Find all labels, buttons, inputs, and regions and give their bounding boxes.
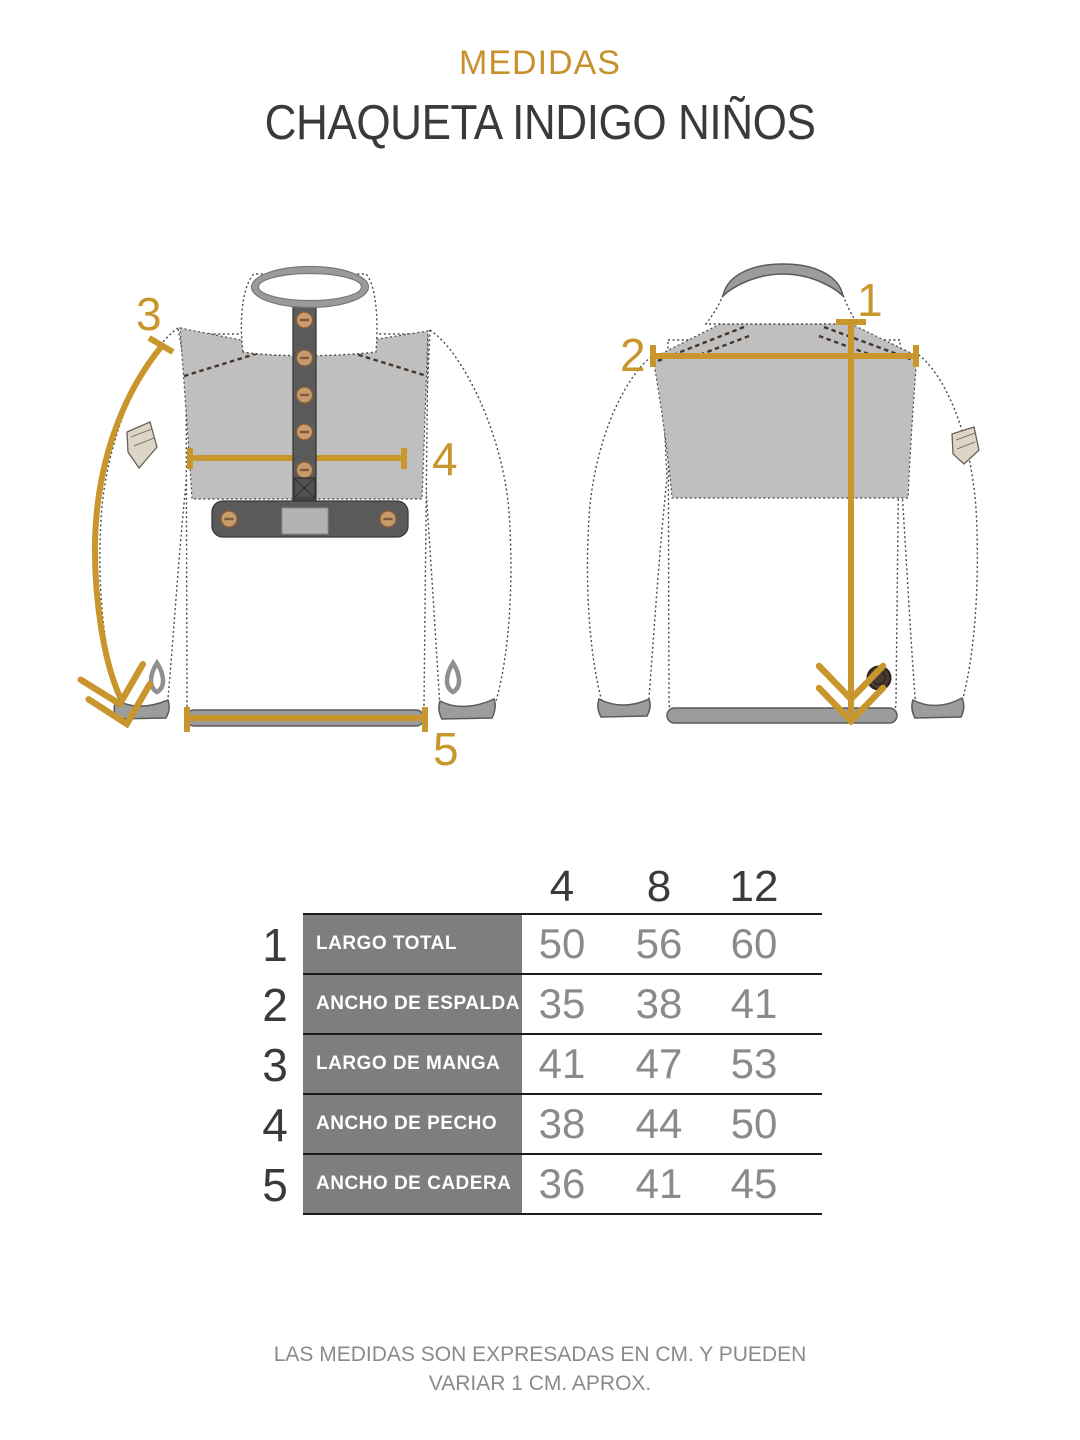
measure-arc-3 bbox=[91, 345, 164, 699]
measure-4-caps bbox=[187, 448, 407, 469]
cell-value: 35 bbox=[538, 980, 586, 1027]
footer-line-1: LAS MEDIDAS SON EXPRESADAS EN CM. Y PUED… bbox=[273, 1343, 807, 1366]
measurement-table: LARGO TOTAL 50 56 60 ANCHO DE ESPALDA 35… bbox=[303, 913, 822, 1215]
size-table-section: 4 8 12 1 2 3 4 5 LARGO TOTAL 50 56 60 AN… bbox=[250, 862, 822, 1215]
measure-label-1: 1 bbox=[857, 274, 883, 326]
front-right-sleeve bbox=[424, 328, 512, 718]
back-sleeve-patch bbox=[951, 426, 980, 465]
placket-bartack-box bbox=[293, 477, 316, 499]
cell-value: 56 bbox=[635, 920, 683, 967]
size-col-header-8: 8 bbox=[646, 862, 672, 911]
front-pocket-band bbox=[211, 500, 409, 538]
cell-value: 38 bbox=[635, 980, 683, 1027]
header: MEDIDAS CHAQUETA INDIGO NIÑOS bbox=[0, 44, 1080, 151]
row-label: ANCHO DE CADERA bbox=[303, 1155, 522, 1213]
sizes-header: 4 8 12 bbox=[250, 862, 822, 913]
measure-label-4: 4 bbox=[432, 433, 458, 485]
cell-value: 44 bbox=[635, 1100, 683, 1147]
row-label: LARGO TOTAL bbox=[303, 915, 522, 973]
eyebrow-title: MEDIDAS bbox=[459, 44, 621, 82]
footer-note: LAS MEDIDAS SON EXPRESADAS EN CM. Y PUED… bbox=[0, 1340, 1080, 1398]
measure-5-caps bbox=[184, 707, 428, 732]
cell-value: 41 bbox=[635, 1160, 683, 1207]
back-collar-band bbox=[721, 263, 845, 299]
row-number: 5 bbox=[262, 1159, 288, 1211]
cell-value: 60 bbox=[730, 920, 778, 967]
back-right-cuff bbox=[911, 696, 965, 719]
measure-1-arrowhead bbox=[815, 662, 887, 726]
back-view-diagram: 1 2 bbox=[586, 263, 980, 726]
back-left-sleeve bbox=[586, 352, 668, 717]
row-number-column: 1 2 3 4 5 bbox=[250, 915, 300, 1215]
cell-value: 45 bbox=[730, 1160, 778, 1207]
front-view-diagram: 3 4 5 bbox=[77, 265, 512, 775]
cell-value: 53 bbox=[730, 1040, 778, 1087]
table-row: ANCHO DE CADERA 36 41 45 bbox=[303, 1155, 822, 1215]
cell-value: 50 bbox=[730, 1100, 778, 1147]
table-row: ANCHO DE ESPALDA 35 38 41 bbox=[303, 975, 822, 1035]
table-row: ANCHO DE PECHO 38 44 50 bbox=[303, 1095, 822, 1155]
measure-3-arrowhead bbox=[77, 661, 154, 729]
front-left-cuff bbox=[113, 698, 170, 720]
row-number: 2 bbox=[262, 979, 288, 1031]
size-col-header-12: 12 bbox=[729, 862, 779, 911]
cell-value: 38 bbox=[538, 1100, 586, 1147]
row-label: LARGO DE MANGA bbox=[303, 1035, 522, 1093]
back-left-cuff bbox=[597, 697, 651, 718]
front-sleeve-patch bbox=[126, 421, 158, 470]
size-col-header-4: 4 bbox=[549, 862, 575, 911]
front-right-cuff bbox=[438, 697, 496, 720]
row-number: 3 bbox=[262, 1039, 288, 1091]
measure-label-2: 2 bbox=[620, 329, 646, 381]
cell-value: 41 bbox=[730, 980, 778, 1027]
cell-value: 47 bbox=[635, 1040, 683, 1087]
measure-label-3: 3 bbox=[136, 288, 162, 340]
measure-3-cap bbox=[147, 335, 175, 355]
back-right-stitch-line-2 bbox=[818, 334, 875, 358]
front-collar-ring bbox=[250, 265, 370, 309]
row-number: 4 bbox=[262, 1099, 288, 1151]
product-title: CHAQUETA INDIGO NIÑOS bbox=[264, 96, 816, 150]
front-right-hang-loop bbox=[447, 663, 459, 692]
front-left-sleeve bbox=[99, 326, 191, 717]
row-label: ANCHO DE ESPALDA bbox=[303, 975, 522, 1033]
cell-value: 50 bbox=[538, 920, 586, 967]
front-left-hang-loop bbox=[151, 663, 163, 692]
row-number: 1 bbox=[262, 919, 288, 971]
cell-value: 41 bbox=[538, 1040, 586, 1087]
table-row: LARGO TOTAL 50 56 60 bbox=[303, 915, 822, 975]
footer-line-2: VARIAR 1 CM. APROX. bbox=[428, 1372, 652, 1395]
front-left-stitch-line bbox=[183, 341, 292, 378]
cell-value: 36 bbox=[538, 1160, 586, 1207]
measure-label-5: 5 bbox=[433, 723, 459, 775]
table-row: LARGO DE MANGA 41 47 53 bbox=[303, 1035, 822, 1095]
row-label: ANCHO DE PECHO bbox=[303, 1095, 522, 1153]
